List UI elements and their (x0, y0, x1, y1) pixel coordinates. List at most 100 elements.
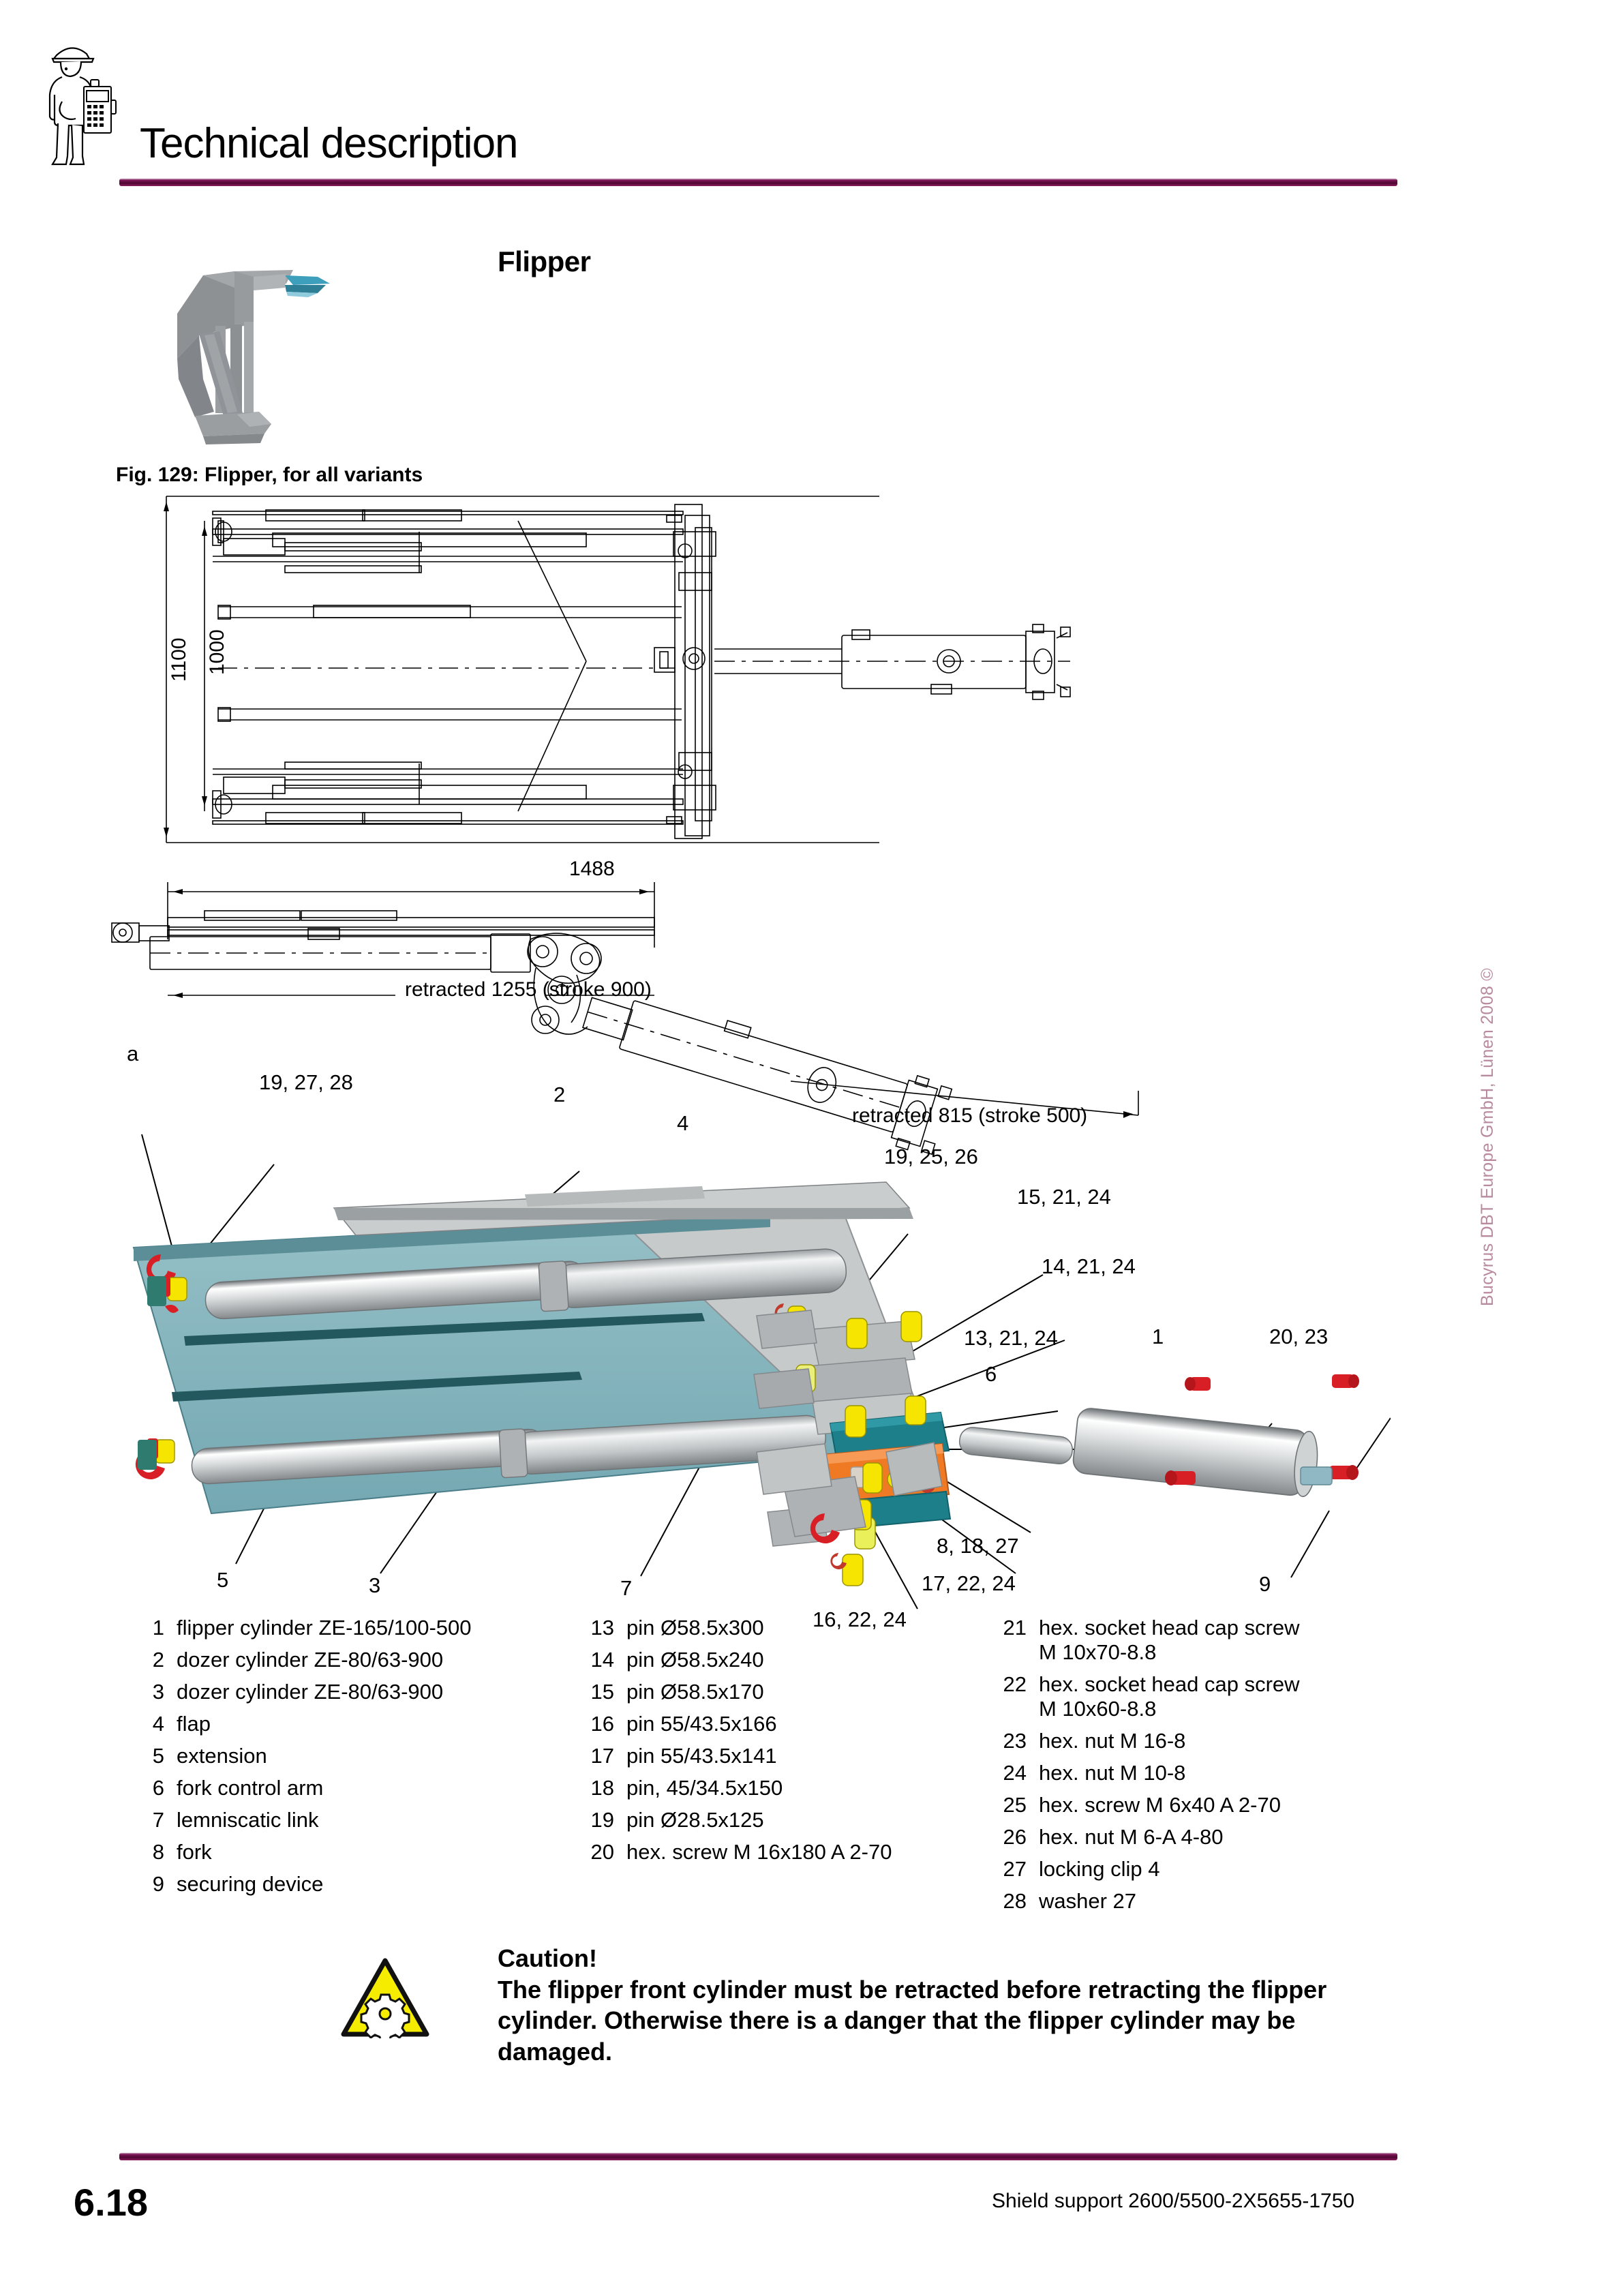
parts-list-item: 17 pin 55/43.5x141 (576, 1744, 978, 1768)
part-label: extension (177, 1743, 267, 1768)
parts-list-item: 14 pin Ø58.5x240 (576, 1648, 978, 1672)
page-number: 6.18 (74, 2181, 148, 2224)
part-number: 27 (1003, 1856, 1027, 1881)
part-number: 4 (152, 1711, 164, 1736)
part-label: pin Ø58.5x300 (626, 1616, 764, 1640)
part-number: 16 (590, 1711, 614, 1736)
parts-list-item: 5 extension (126, 1744, 515, 1768)
flipper-exploded-assembly-3d-render (102, 1132, 1391, 1622)
part-label: lemniscatic link (177, 1807, 319, 1832)
parts-list-item: 2 dozer cylinder ZE-80/63-900 (126, 1648, 515, 1672)
part-label: washer 27 (1039, 1888, 1137, 1913)
dimension-1488: 1488 (569, 858, 615, 880)
part-number: 15 (590, 1679, 614, 1704)
caution-text: Caution!The flipper front cylinder must … (498, 1943, 1336, 2068)
parts-list-item: 6 fork control arm (126, 1776, 515, 1800)
copyright-sidebar: Bucyrus DBT Europe GmbH, Lünen 2008 © (1478, 968, 1497, 1306)
callout-19-27-28: 19, 27, 28 (259, 1070, 353, 1094)
part-label: fork (177, 1839, 212, 1864)
part-number: 18 (590, 1775, 614, 1800)
dimension-retracted-1255: retracted 1255 (stroke 900) (405, 978, 652, 1001)
part-number: 9 (152, 1871, 164, 1896)
callout-a: a (127, 1042, 139, 1066)
page-title: Technical description (140, 120, 519, 167)
parts-list-item: 3 dozer cylinder ZE-80/63-900 (126, 1680, 515, 1704)
page-header: Technical description (0, 0, 1623, 205)
part-number: 6 (152, 1775, 164, 1800)
caution-body: The flipper front cylinder must be retra… (498, 1975, 1327, 2066)
part-label: fork control arm (177, 1775, 324, 1800)
part-label: dozer cylinder ZE-80/63-900 (177, 1647, 444, 1672)
part-number: 17 (590, 1743, 614, 1768)
part-label: locking clip 4 (1039, 1856, 1160, 1881)
part-label: hex. screw M 6x40 A 2-70 (1039, 1792, 1281, 1817)
part-label: pin 55/43.5x141 (626, 1743, 777, 1768)
part-number: 13 (590, 1616, 614, 1640)
part-number: 2 (152, 1647, 164, 1672)
flipper-assembly-3d-thumbnail (172, 245, 335, 450)
part-number: 14 (590, 1647, 614, 1672)
parts-list-item: 27 locking clip 4 (988, 1857, 1411, 1882)
dimension-1100: 1100 (168, 637, 190, 682)
part-number: 23 (1003, 1728, 1027, 1753)
part-number: 24 (1003, 1760, 1027, 1785)
figure-caption: Fig. 129: Flipper, for all variants (116, 464, 423, 486)
parts-list-item: 18 pin, 45/34.5x150 (576, 1776, 978, 1800)
callout-7: 7 (620, 1576, 633, 1600)
part-number: 20 (590, 1839, 614, 1864)
callout-13-21-24: 13, 21, 24 (964, 1326, 1058, 1350)
callout-14-21-24: 14, 21, 24 (1042, 1254, 1136, 1278)
callout-16-22-24: 16, 22, 24 (813, 1607, 907, 1631)
part-label: dozer cylinder ZE-80/63-900 (177, 1679, 444, 1704)
parts-list-item: 13 pin Ø58.5x300 (576, 1616, 978, 1640)
part-label-line1: hex. socket head cap screw (1039, 1616, 1300, 1640)
part-label: flap (177, 1711, 211, 1736)
callout-8-18-27: 8, 18, 27 (937, 1534, 1019, 1558)
callout-3: 3 (369, 1573, 381, 1597)
part-label: hex. nut M 6-A 4-80 (1039, 1824, 1224, 1849)
part-label-line1: hex. socket head cap screw (1039, 1672, 1300, 1696)
part-label: hex. nut M 10-8 (1039, 1760, 1186, 1785)
callout-9: 9 (1259, 1572, 1271, 1596)
part-label: hex. screw M 16x180 A 2-70 (626, 1839, 892, 1864)
dimension-retracted-815: retracted 815 (stroke 500) (852, 1104, 1088, 1127)
document-title: Shield support 2600/5500-2X5655-1750 (992, 2190, 1355, 2212)
section-title: Flipper (498, 245, 591, 277)
header-rule (119, 179, 1397, 186)
callout-15-21-24: 15, 21, 24 (1017, 1185, 1111, 1209)
parts-list-column-1: 1 flipper cylinder ZE-165/100-500 2 dozer … (126, 1616, 515, 1904)
part-number: 3 (152, 1679, 164, 1704)
part-label-line2: M 10x70-8.8 (1039, 1640, 1157, 1664)
part-label: pin Ø58.5x240 (626, 1647, 764, 1672)
parts-list-item: 20 hex. screw M 16x180 A 2-70 (576, 1840, 978, 1864)
technician-with-clipboard-icon (37, 37, 130, 170)
callout-20-23: 20, 23 (1269, 1325, 1329, 1348)
callout-5: 5 (217, 1568, 229, 1592)
part-number: 5 (152, 1743, 164, 1768)
part-label: pin, 45/34.5x150 (626, 1775, 783, 1800)
callout-19-25-26: 19, 25, 26 (884, 1145, 978, 1168)
callout-2: 2 (553, 1083, 566, 1106)
part-label: flipper cylinder ZE-165/100-500 (177, 1616, 472, 1640)
warning-triangle-gear-icon (341, 1957, 429, 2043)
callout-4: 4 (677, 1111, 689, 1135)
part-label-line2: M 10x60-8.8 (1039, 1696, 1157, 1721)
part-label: pin Ø28.5x125 (626, 1807, 764, 1832)
callout-6: 6 (985, 1362, 997, 1386)
parts-list-item: 1 flipper cylinder ZE-165/100-500 (126, 1616, 515, 1640)
part-number: 22 (1003, 1672, 1027, 1696)
part-number: 1 (152, 1616, 164, 1640)
callout-17-22-24: 17, 22, 24 (922, 1571, 1016, 1595)
parts-list-item: 24 hex. nut M 10-8 (988, 1761, 1411, 1785)
